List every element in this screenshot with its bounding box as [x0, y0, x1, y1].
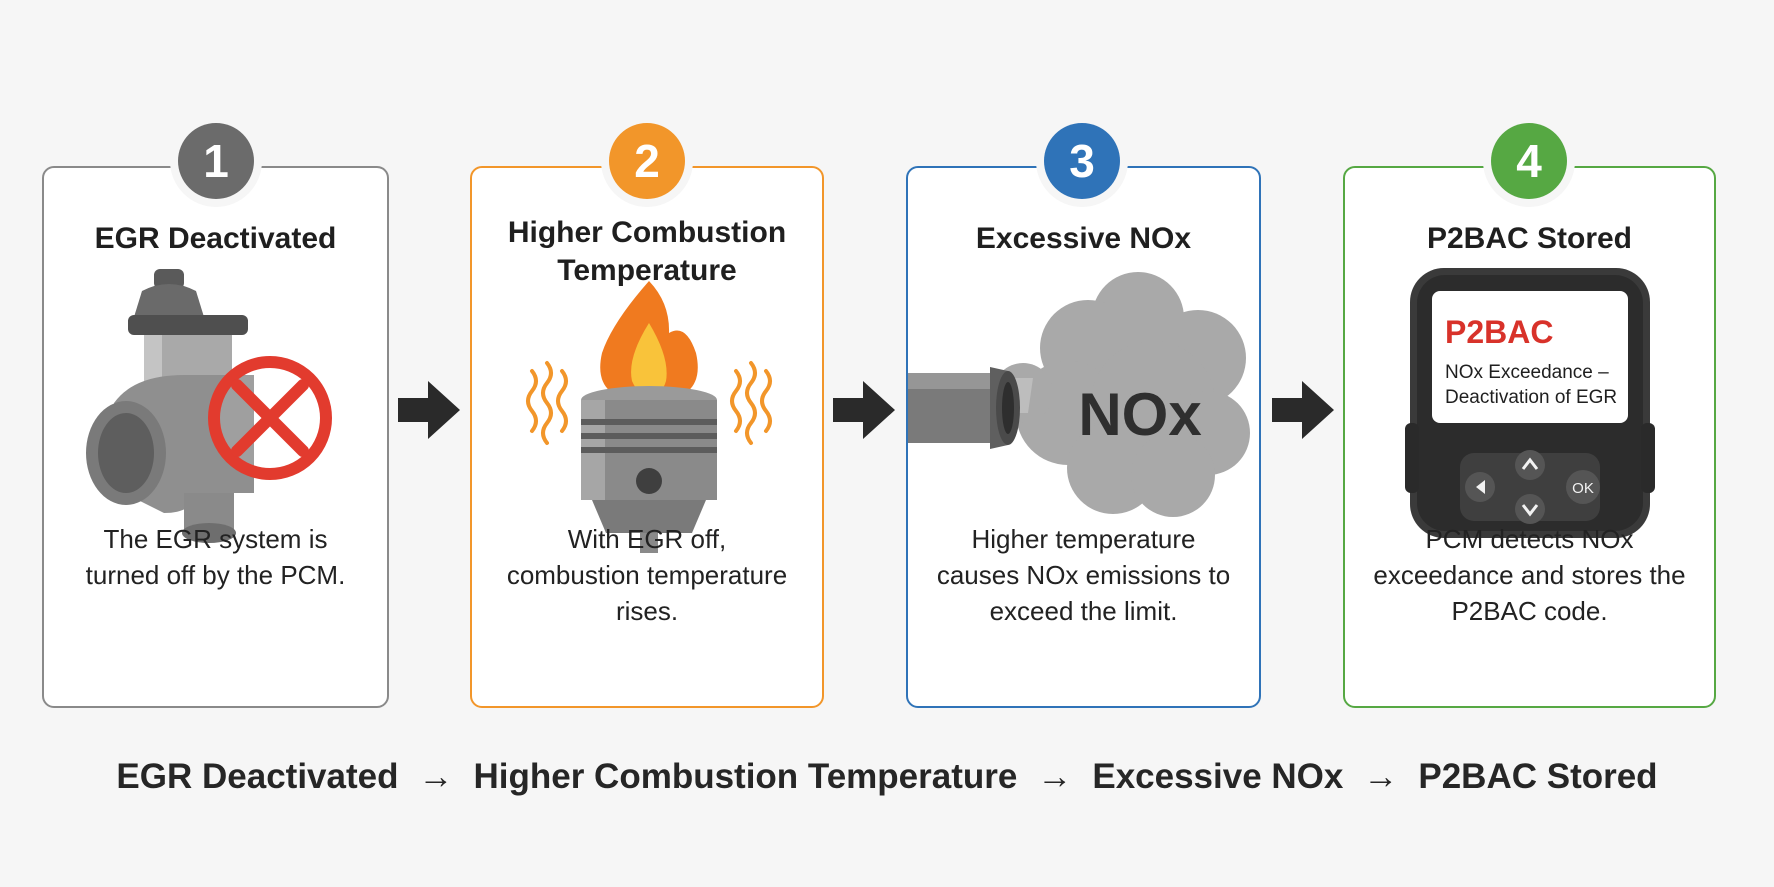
- arrow-right-icon: [398, 381, 460, 439]
- flow-arrow: →: [418, 757, 454, 796]
- scanner-line-1: NOx Exceedance –: [1445, 362, 1609, 383]
- flow-arrow: →: [1363, 757, 1399, 796]
- hot-piston-icon: [526, 281, 772, 553]
- step-number-badge: 2: [609, 123, 685, 199]
- step-title: P2BAC Stored: [1426, 222, 1633, 255]
- flow-step: Higher Combustion Temperature: [473, 757, 1018, 796]
- flow-step: Excessive NOx: [1092, 757, 1344, 796]
- step-number-badge: 3: [1044, 123, 1120, 199]
- step-card-1: EGR Deactivated The EGR system is turned…: [42, 166, 389, 708]
- step-description: PCM detects NOx exceedance and stores th…: [1373, 524, 1686, 626]
- egr-valve-disabled-icon: [86, 269, 332, 543]
- scanner-ok-label: OK: [1572, 480, 1594, 497]
- step-number-badge: 1: [178, 123, 254, 199]
- step-description: With EGR off, combustion temperature ris…: [506, 524, 788, 626]
- summary-flow: EGR Deactivated → Higher Combustion Temper…: [0, 757, 1774, 797]
- scanner-line-2: Deactivation of EGR: [1445, 387, 1617, 408]
- flow-arrow: →: [1037, 757, 1073, 796]
- arrow-right-icon: [833, 381, 895, 439]
- flow-step: EGR Deactivated: [116, 757, 399, 796]
- nox-cloud-label: NOx: [1078, 381, 1201, 448]
- step-title: Excessive NOx: [975, 222, 1192, 255]
- step-description: The EGR system is turned off by the PCM.: [85, 524, 346, 590]
- step-title-line-1: Higher Combustion: [507, 216, 787, 249]
- scanner-code: P2BAC: [1445, 314, 1553, 350]
- step-title: EGR Deactivated: [94, 222, 337, 255]
- step-card-2: Higher Combustion Temperature With EGR o…: [470, 166, 824, 708]
- step-card-3: Excessive NOx NOx Higher temperature cau…: [906, 166, 1261, 708]
- exhaust-nox-cloud-icon: NOx: [908, 272, 1250, 517]
- step-description: Higher temperature causes NOx emissions …: [936, 524, 1231, 626]
- step-number-badge: 4: [1491, 123, 1567, 199]
- obd-scanner-icon: P2BAC NOx Exceedance – Deactivation of E…: [1405, 268, 1655, 538]
- step-card-4: P2BAC Stored P2BAC NOx Exceedance – Deac…: [1343, 166, 1716, 708]
- flow-step: P2BAC Stored: [1418, 757, 1658, 796]
- arrow-right-icon: [1272, 381, 1334, 439]
- step-title-line-2: Temperature: [557, 254, 737, 287]
